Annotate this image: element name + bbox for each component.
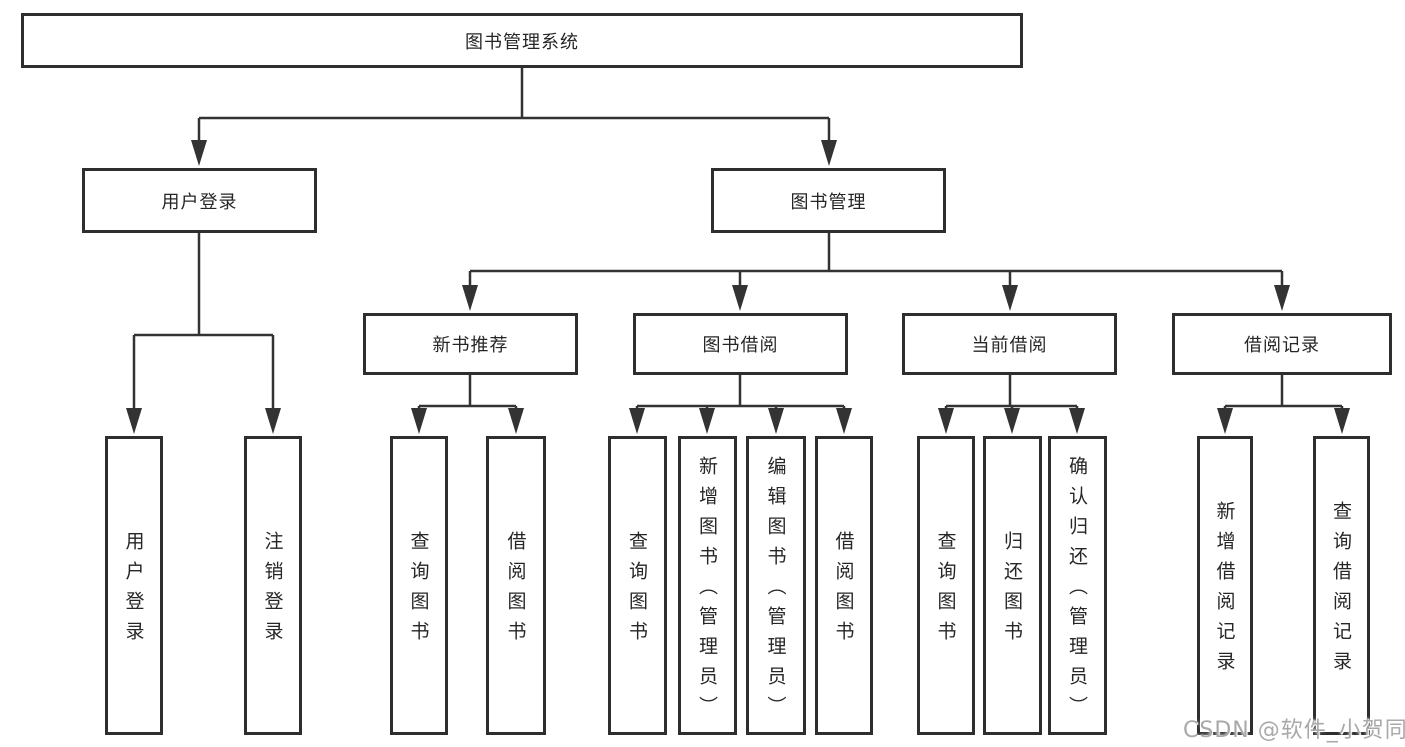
node-root-system: 图书管理系统 bbox=[21, 13, 1023, 68]
node-root-label: 图书管理系统 bbox=[465, 31, 579, 53]
arrowhead bbox=[1217, 408, 1233, 434]
csdn-watermark: CSDN @软件_小贺同学 bbox=[1183, 718, 1405, 743]
connector-book-borrow-children bbox=[635, 375, 846, 414]
leaf-borrowing-query-books: 查询图书 bbox=[608, 436, 667, 735]
arrowhead bbox=[836, 408, 852, 434]
node-book-management-branch: 图书管理 bbox=[711, 168, 946, 233]
connector-book-mgmt-to-level3 bbox=[468, 233, 1284, 290]
arrowhead bbox=[1334, 408, 1350, 434]
leaf-label: 查询图书 bbox=[407, 531, 430, 651]
arrowhead bbox=[768, 408, 784, 434]
leaf-label: 新增图书（管理员） bbox=[696, 456, 718, 726]
leaf-label: 新增借阅记录 bbox=[1213, 501, 1236, 681]
leaf-borrowing-add-books-admin: 新增图书（管理员） bbox=[678, 436, 737, 735]
node-book-borrowing: 图书借阅 bbox=[633, 313, 848, 375]
node-borrowing-records: 借阅记录 bbox=[1172, 313, 1392, 375]
node-label: 图书借阅 bbox=[702, 335, 779, 356]
leaf-label: 归还图书 bbox=[1001, 531, 1023, 651]
arrowhead bbox=[1002, 285, 1018, 311]
connector-root-to-level2 bbox=[197, 68, 831, 145]
leaf-current-query-books: 查询图书 bbox=[917, 436, 975, 735]
leaf-current-confirm-return-admin: 确认归还（管理员） bbox=[1048, 436, 1107, 735]
connector-user-login-children bbox=[132, 233, 275, 413]
connector-records-children bbox=[1223, 375, 1344, 414]
node-current-borrowing: 当前借阅 bbox=[902, 313, 1117, 375]
arrowhead bbox=[411, 408, 427, 434]
connector-new-book-children bbox=[417, 375, 518, 414]
arrowhead bbox=[1004, 408, 1020, 434]
node-label: 新书推荐 bbox=[432, 335, 509, 356]
arrowhead bbox=[191, 140, 207, 166]
arrowhead bbox=[462, 285, 478, 311]
node-label: 当前借阅 bbox=[971, 335, 1048, 356]
leaf-records-query-record: 查询借阅记录 bbox=[1313, 436, 1370, 735]
arrowhead bbox=[265, 408, 281, 434]
leaf-label: 查询图书 bbox=[626, 531, 648, 651]
arrowheads bbox=[126, 140, 1350, 434]
leaf-user-login: 用户登录 bbox=[105, 436, 163, 735]
leaf-label: 确认归还（管理员） bbox=[1066, 456, 1088, 726]
leaf-records-add-record: 新增借阅记录 bbox=[1197, 436, 1253, 735]
leaf-current-return-books: 归还图书 bbox=[983, 436, 1042, 735]
leaf-label: 借阅图书 bbox=[504, 531, 527, 651]
leaf-label: 借阅图书 bbox=[832, 531, 855, 651]
node-user-login-branch: 用户登录 bbox=[82, 168, 317, 233]
arrowhead bbox=[699, 408, 715, 434]
node-new-book-recommendation: 新书推荐 bbox=[363, 313, 578, 375]
arrowhead bbox=[938, 408, 954, 434]
leaf-logout: 注销登录 bbox=[244, 436, 302, 735]
arrowhead bbox=[1274, 285, 1290, 311]
arrowhead bbox=[508, 408, 524, 434]
leaf-label: 查询借阅记录 bbox=[1330, 501, 1352, 681]
arrowhead bbox=[1069, 408, 1085, 434]
arrowhead bbox=[821, 140, 837, 166]
arrowhead bbox=[629, 408, 645, 434]
node-label: 借阅记录 bbox=[1244, 335, 1320, 356]
leaf-borrowing-edit-books-admin: 编辑图书（管理员） bbox=[746, 436, 806, 735]
arrowhead bbox=[126, 408, 142, 434]
leaf-label: 查询图书 bbox=[934, 531, 957, 651]
arrowhead bbox=[732, 285, 748, 311]
leaf-label: 注销登录 bbox=[261, 531, 284, 651]
node-label: 图书管理 bbox=[790, 191, 867, 213]
leaf-label: 编辑图书（管理员） bbox=[764, 456, 787, 726]
leaf-label: 用户登录 bbox=[122, 531, 145, 651]
leaf-recommend-query-books: 查询图书 bbox=[390, 436, 448, 735]
leaf-recommend-borrow-books: 借阅图书 bbox=[486, 436, 546, 735]
leaf-borrowing-borrow-books: 借阅图书 bbox=[815, 436, 873, 735]
node-label: 用户登录 bbox=[161, 191, 238, 213]
